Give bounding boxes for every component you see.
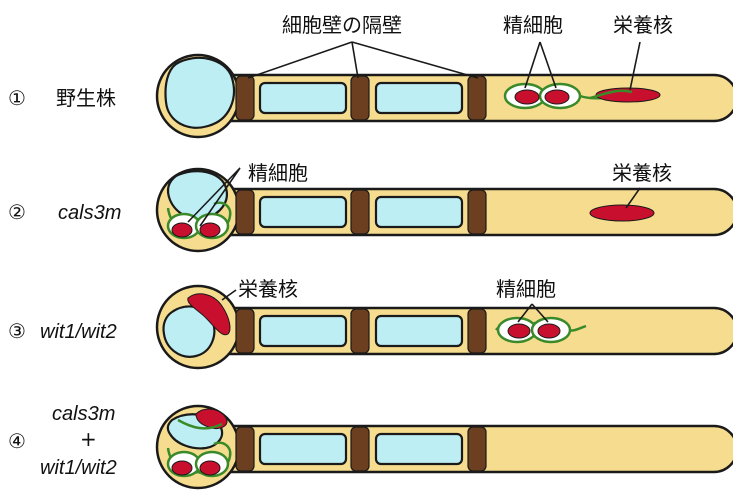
- row-4-septum-2: [350, 426, 370, 472]
- row-1-sperm-pointer: [524, 41, 557, 89]
- row-2-cytoplasm-1: [258, 195, 348, 229]
- row-3-number: ③: [8, 319, 26, 343]
- row-1-septum-2: [350, 75, 370, 121]
- row-1-sperm-cells: [503, 82, 621, 110]
- row-4-cytoplasm-2: [374, 432, 464, 466]
- row-1-label-vegetative-nucleus: 栄養核: [613, 13, 673, 37]
- row-4-label-line1: cals3m: [52, 403, 115, 425]
- row-1-label-sperm-cell: 精細胞: [503, 13, 563, 37]
- row-2-septum-1: [235, 189, 255, 235]
- row-3-sperm-cells: [495, 316, 587, 344]
- row-4-sperm-cells: [166, 418, 232, 478]
- row-3-label-vegetative-nucleus: 栄養核: [238, 277, 298, 301]
- row-3-septum-2: [350, 308, 370, 354]
- row-1-number: ①: [8, 86, 26, 110]
- row-3-wit1-wit2: ③ wit1/wit2 栄養核 精細胞: [8, 277, 733, 370]
- row-1-vegetative-pointer: [629, 41, 641, 91]
- row-2-sperm-pointer: [187, 167, 241, 227]
- row-3-sperm-pointer: [517, 303, 549, 323]
- row-1-vacuole: [164, 56, 236, 129]
- row-1-septum-3: [467, 75, 487, 121]
- row-4-plus: +: [80, 427, 97, 451]
- septum-pointer-lines: [247, 41, 479, 79]
- row-4-label-line2: wit1/wit2: [40, 457, 117, 479]
- row-2-number: ②: [8, 200, 26, 224]
- row-4-number: ④: [8, 429, 26, 453]
- label-cell-wall-septum: 細胞壁の隔壁: [282, 13, 402, 37]
- row-3-vegetative-nucleus: [187, 293, 231, 336]
- row-2-label: cals3m: [58, 202, 121, 224]
- row-4-cals3m-wit1-wit2: cals3m + ④ wit1/wit2: [8, 403, 733, 490]
- row-1-septum-1: [235, 75, 255, 121]
- row-2-septum-2: [350, 189, 370, 235]
- row-2-label-sperm-cell: 精細胞: [248, 161, 308, 185]
- row-2-sperm-cells: [166, 201, 232, 240]
- row-3-label: wit1/wit2: [40, 321, 117, 343]
- row-3-cytoplasm-1: [258, 314, 348, 348]
- row-2-cytoplasm-2: [374, 195, 464, 229]
- row-3-septum-3: [467, 308, 487, 354]
- row-1-cytoplasm-2: [374, 81, 464, 115]
- row-2-vegetative-pointer: [625, 187, 641, 209]
- row-2-cals3m: ② cals3m 精細胞 栄養核: [8, 161, 733, 253]
- row-4-vegetative-nucleus: [195, 408, 228, 429]
- row-1-label: 野生株: [56, 86, 116, 110]
- row-1-cytoplasm-1: [258, 81, 348, 115]
- row-3-label-sperm-cell: 精細胞: [496, 277, 556, 301]
- row-4-septum-3: [467, 426, 487, 472]
- row-2-label-vegetative-nucleus: 栄養核: [612, 161, 672, 185]
- row-3-septum-1: [235, 308, 255, 354]
- row-3-vegetative-pointer: [221, 289, 237, 301]
- row-2-septum-3: [467, 189, 487, 235]
- row-3-cytoplasm-2: [374, 314, 464, 348]
- row-1-wild-type: ① 野生株 細胞壁の隔壁 精細胞 栄養核: [8, 13, 733, 139]
- row-2-vegetative-nucleus: [589, 204, 655, 222]
- row-4-septum-1: [235, 426, 255, 472]
- row-4-cytoplasm-1: [258, 432, 348, 466]
